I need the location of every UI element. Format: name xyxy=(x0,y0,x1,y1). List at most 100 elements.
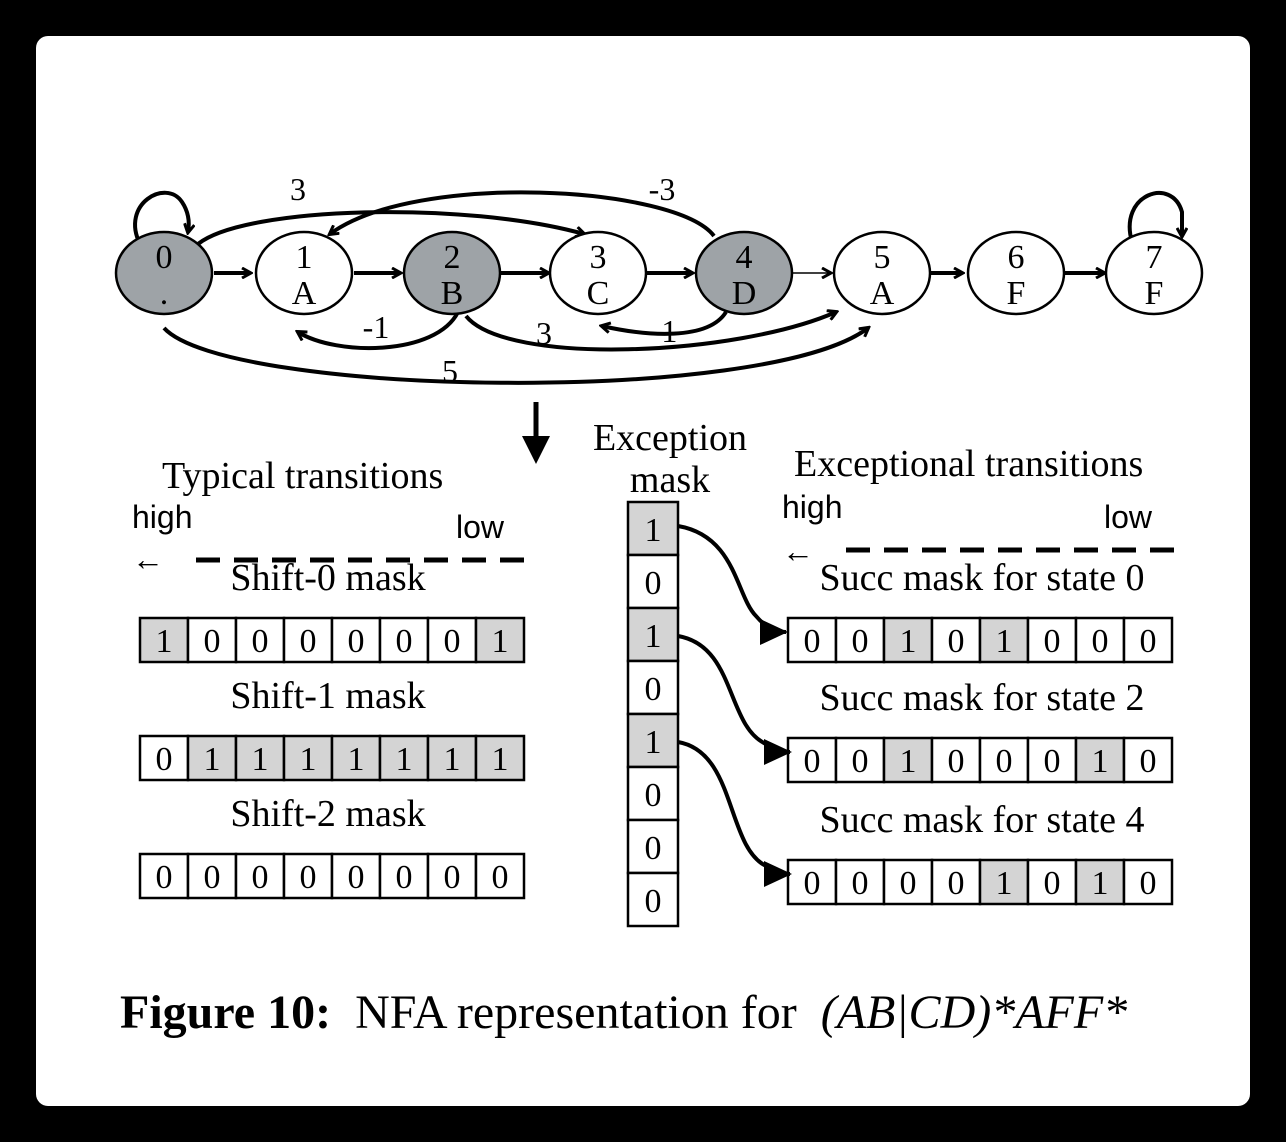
edge-0-to-5 xyxy=(162,328,868,385)
state-5: 5A xyxy=(832,230,932,316)
bit-cell xyxy=(1074,736,1126,784)
bit-value: 0 xyxy=(492,859,509,896)
bit-value: 1 xyxy=(996,865,1013,902)
exception-bit-value: 0 xyxy=(645,830,662,867)
exception-bit-cell xyxy=(626,553,680,610)
edge-4-to-1 xyxy=(330,190,716,238)
state-circle xyxy=(694,230,794,316)
exception-bit-cell xyxy=(626,500,680,557)
bit-value: 0 xyxy=(852,865,869,902)
bit-cell xyxy=(882,616,934,664)
state-0: 0. xyxy=(114,230,214,316)
bit-value: 1 xyxy=(252,741,269,778)
bit-cell xyxy=(474,734,526,782)
bit-value: 0 xyxy=(396,859,413,896)
state-circle xyxy=(254,230,354,316)
exception-bit-value: 0 xyxy=(645,777,662,814)
bit-cell xyxy=(234,852,286,900)
typical-arrow: ← xyxy=(132,541,164,577)
state-symbol: C xyxy=(587,275,610,312)
state-symbol: D xyxy=(732,275,757,312)
bit-value: 0 xyxy=(948,865,965,902)
self-loop-0 xyxy=(133,190,189,245)
bit-value: 0 xyxy=(252,623,269,660)
bit-cell xyxy=(330,616,382,664)
exceptional-high: high xyxy=(782,489,843,525)
bit-cell xyxy=(1122,858,1174,906)
state-symbol: F xyxy=(1007,275,1026,312)
bit-value: 0 xyxy=(348,623,365,660)
state-circle xyxy=(1104,230,1204,316)
bit-value: 1 xyxy=(396,741,413,778)
bit-value: 0 xyxy=(948,623,965,660)
bit-value: 0 xyxy=(1044,865,1061,902)
caption-text: NFA representation for xyxy=(355,986,797,1039)
typical-high: high xyxy=(132,499,193,535)
bit-value: 0 xyxy=(396,623,413,660)
typical-mask-label: Shift-0 mask xyxy=(230,557,425,599)
state-symbol: A xyxy=(870,275,895,312)
edge-label-2-1: -1 xyxy=(363,309,390,345)
bit-cell xyxy=(330,734,382,782)
bit-cell xyxy=(834,736,886,784)
bit-cell xyxy=(1122,616,1174,664)
succ-mask-label: Succ mask for state 2 xyxy=(819,677,1144,719)
exceptional-title: Exceptional transitions xyxy=(794,443,1143,485)
bit-cell xyxy=(1122,736,1174,784)
state-number: 6 xyxy=(1008,239,1025,276)
caption-regex: (AB|CD)*AFF* xyxy=(821,986,1127,1039)
bit-value: 1 xyxy=(1092,865,1109,902)
state-number: 3 xyxy=(590,239,607,276)
bit-cell xyxy=(978,858,1030,906)
exception-arrow-state-0 xyxy=(677,524,788,645)
bit-value: 0 xyxy=(300,859,317,896)
state-number: 1 xyxy=(296,239,313,276)
figure-caption: Figure 10: NFA representation for (AB|CD… xyxy=(120,986,1127,1039)
bit-value: 0 xyxy=(1092,623,1109,660)
state-4: 4D xyxy=(694,230,794,316)
exceptional-arrow: ← xyxy=(782,533,814,569)
state-number: 7 xyxy=(1146,239,1163,276)
exception-title-1: Exception xyxy=(593,417,747,459)
self-loop-7 xyxy=(1127,191,1182,243)
bit-value: 0 xyxy=(804,865,821,902)
edge-4-to-3 xyxy=(602,310,728,336)
bit-cell xyxy=(186,734,238,782)
typical-mask-label: Shift-2 mask xyxy=(230,793,425,835)
bit-value: 0 xyxy=(996,743,1013,780)
edge-2-to-5 xyxy=(464,312,836,352)
state-circle xyxy=(548,230,648,316)
edge-label-0-5: 5 xyxy=(442,353,458,389)
exception-bit-value: 0 xyxy=(645,883,662,920)
state-6: 6F xyxy=(966,230,1066,316)
bit-value: 0 xyxy=(156,741,173,778)
bit-value: 1 xyxy=(348,741,365,778)
bit-cell xyxy=(1074,858,1126,906)
bit-cell xyxy=(234,616,286,664)
exception-bit-cell xyxy=(626,606,680,663)
bit-cell xyxy=(282,734,334,782)
bit-value: 1 xyxy=(900,743,917,780)
bit-value: 0 xyxy=(444,859,461,896)
bit-value: 0 xyxy=(300,623,317,660)
bit-value: 1 xyxy=(492,741,509,778)
edge-label-4-1: -3 xyxy=(649,171,676,207)
exception-bit-cell xyxy=(626,765,680,822)
state-number: 5 xyxy=(874,239,891,276)
bit-value: 1 xyxy=(900,623,917,660)
bit-cell xyxy=(330,852,382,900)
bit-value: 1 xyxy=(1092,743,1109,780)
bit-cell xyxy=(1026,736,1078,784)
bit-value: 0 xyxy=(444,623,461,660)
bit-cell xyxy=(1074,616,1126,664)
bit-cell xyxy=(834,858,886,906)
bit-cell xyxy=(378,734,430,782)
typical-mask-label: Shift-1 mask xyxy=(230,675,425,717)
